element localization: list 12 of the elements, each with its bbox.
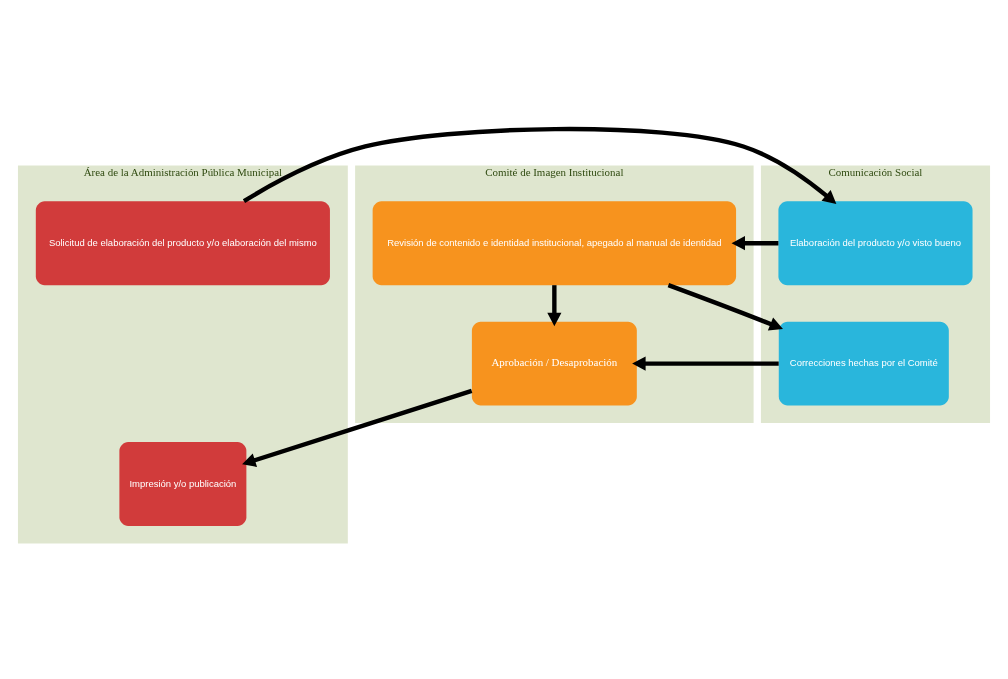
arrow: [242, 388, 473, 467]
node-box: Correcciones hechas por el Comité: [778, 321, 949, 406]
node-box: Elaboración del producto y/o visto bueno: [778, 201, 973, 286]
arrow: [667, 283, 783, 331]
arrow: [731, 236, 779, 251]
node-box: Aprobación / Desaprobación: [471, 321, 637, 406]
arrow: [242, 126, 837, 205]
arrow: [547, 285, 562, 327]
arrow: [632, 356, 779, 371]
node-box: Solicitud de elaboración del producto y/o elaboración del mismo: [35, 201, 330, 286]
node-box: Revisión de contenido e identidad institucional, apegado al manual de identidad: [372, 201, 737, 286]
node-box: Impresión y/o publicación: [119, 442, 247, 526]
